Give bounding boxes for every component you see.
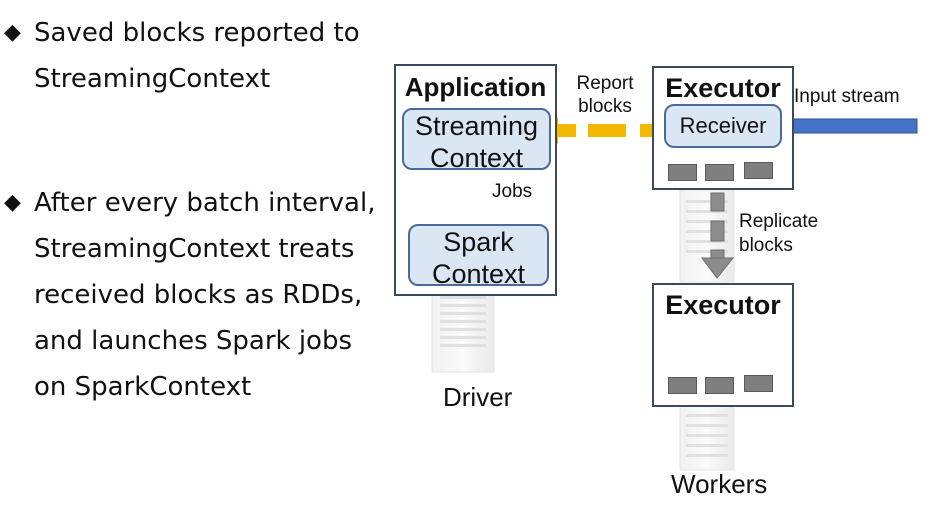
spark-context-box: Spark Context — [408, 224, 549, 289]
streaming-context-box: Streaming Context — [402, 108, 551, 173]
bullet-2-line-3: received blocks as RDDs, — [34, 280, 363, 310]
diamond-icon: ◆ — [4, 20, 21, 45]
driver-server-icon — [431, 289, 495, 373]
report-label-line-2: blocks — [578, 96, 632, 117]
bullet-1: ◆ Saved blocks reported to StreamingCont… — [0, 10, 360, 102]
bullet-2: ◆ After every batch interval, StreamingC… — [0, 180, 375, 410]
executor-title-top: Executor — [665, 73, 781, 103]
bullet-1-line-2: StreamingContext — [34, 64, 271, 94]
driver-caption: Driver — [443, 382, 513, 412]
application-title: Application — [404, 72, 547, 102]
application-box: Application Streaming Context Spark Cont… — [394, 64, 557, 296]
streaming-context-line-1: Streaming — [414, 111, 539, 141]
replicate-label-line-1: Replicate — [739, 211, 819, 232]
replicate-blocks-arrow — [701, 192, 735, 279]
streaming-context-line-2: Context — [429, 143, 524, 173]
executor-box-bottom: Executor — [652, 283, 794, 407]
bullet-2-line-5: on SparkContext — [34, 372, 252, 402]
data-block — [668, 377, 697, 394]
report-label-line-1: Report — [576, 73, 634, 94]
data-block — [744, 375, 773, 392]
worker-server-icon-2 — [679, 405, 735, 471]
data-block — [705, 164, 734, 181]
report-blocks-label: Report blocks — [573, 72, 637, 118]
executor-title-bottom: Executor — [665, 290, 781, 320]
input-stream-label: Input stream — [794, 86, 900, 107]
data-block — [744, 162, 773, 179]
bullet-1-line-1: Saved blocks reported to — [34, 18, 360, 48]
data-block — [668, 164, 697, 181]
replicate-label-line-2: blocks — [739, 235, 793, 256]
data-block — [705, 377, 734, 394]
replicate-blocks-label: Replicate blocks — [739, 210, 818, 258]
spark-context-line-1: Spark — [443, 227, 514, 257]
bullet-2-line-1: After every batch interval, — [34, 188, 376, 218]
workers-caption: Workers — [671, 469, 768, 499]
diamond-icon: ◆ — [4, 190, 21, 215]
bullet-2-line-2: StreamingContext treats — [34, 234, 355, 264]
executor-box-top: Executor Receiver — [652, 66, 794, 190]
jobs-label: Jobs — [492, 181, 533, 202]
input-stream-arrow — [778, 109, 918, 143]
worker-server-icon — [679, 189, 735, 283]
receiver-box: Receiver — [664, 104, 782, 148]
spark-context-line-2: Context — [431, 259, 526, 289]
bullet-2-line-4: and launches Spark jobs — [34, 326, 353, 356]
